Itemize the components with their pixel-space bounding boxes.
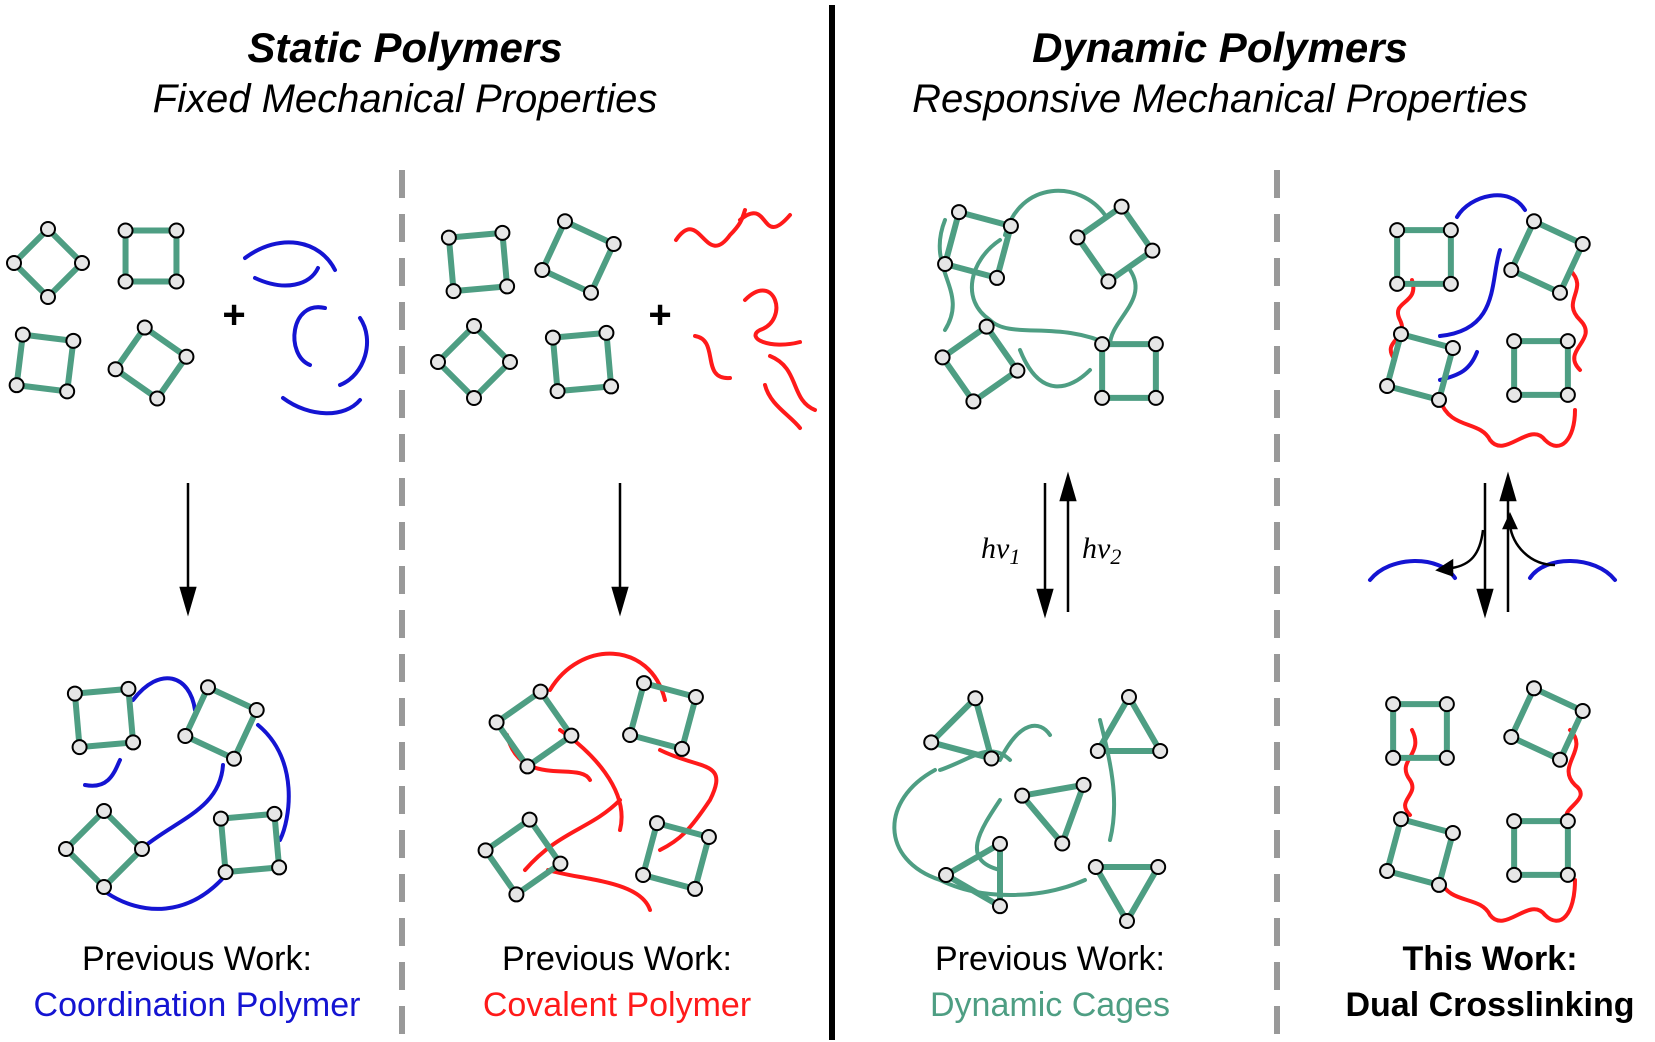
- square-cage-icon: [430, 318, 518, 406]
- blue-linker-icon: [292, 305, 327, 367]
- triangle-cage-icon: [938, 835, 1008, 915]
- blue-linker-icon: [253, 266, 320, 288]
- red-linker-icon: [763, 383, 802, 430]
- arrow-icon: [611, 586, 629, 617]
- square-cage-icon: [1094, 336, 1164, 406]
- panel3-label-line1: Previous Work:: [935, 940, 1165, 978]
- arrow-icon: [1059, 471, 1077, 502]
- square-cage-icon: [477, 811, 569, 903]
- plus-sign: +: [648, 293, 671, 337]
- panel2-label-line2: Covalent Polymer: [483, 986, 751, 1024]
- panel4-label-line1: This Work:: [1402, 940, 1577, 978]
- cages-layer: [6, 198, 1591, 929]
- red-linker-icon: [674, 208, 747, 248]
- square-cage-icon: [1069, 198, 1161, 290]
- square-cage-icon: [1503, 680, 1591, 768]
- square-cage-icon: [635, 815, 717, 897]
- static-subtitle: Fixed Mechanical Properties: [153, 77, 658, 121]
- square-cage-icon: [934, 318, 1026, 410]
- square-cage-icon: [440, 224, 516, 300]
- square-cage-icon: [8, 326, 82, 400]
- square-cage-icon: [1389, 222, 1459, 292]
- blue-linker-icon: [338, 316, 370, 387]
- plus-sign: +: [222, 293, 245, 337]
- square-cage-icon: [6, 221, 90, 305]
- arrow-icon: [1476, 588, 1494, 619]
- panel3-label-line2: Dynamic Cages: [930, 986, 1170, 1024]
- triangle-cage-icon: [1087, 859, 1167, 929]
- square-cage-icon: [117, 222, 185, 290]
- hv-reverse-label: hν2: [1082, 532, 1121, 569]
- blue-linker-icon: [243, 240, 337, 272]
- blue-linker-icon: [1528, 559, 1617, 582]
- arrow-icon: [179, 586, 197, 617]
- red-linker-icon: [768, 354, 817, 412]
- triangle-cage-icon: [1089, 689, 1169, 759]
- square-cage-icon: [1503, 213, 1591, 301]
- square-cage-icon: [107, 319, 195, 407]
- static-title: Static Polymers: [247, 24, 562, 71]
- square-cage-icon: [1379, 811, 1461, 893]
- square-cage-icon: [177, 679, 265, 767]
- square-cage-icon: [58, 803, 150, 895]
- square-cage-icon: [544, 324, 620, 400]
- red-linker-icon: [743, 288, 802, 347]
- square-cage-icon: [66, 680, 142, 756]
- square-cage-icon: [1506, 333, 1576, 403]
- triangle-cage-icon: [923, 690, 1000, 767]
- hv-forward-label: hν1: [981, 532, 1020, 569]
- red-linker-icon: [738, 211, 792, 229]
- triangle-cage-icon: [1014, 776, 1092, 852]
- blue-linker-icon: [281, 396, 362, 416]
- square-cage-icon: [1379, 326, 1461, 408]
- arrow-icon: [1502, 512, 1518, 530]
- linkers-layer: [83, 188, 1617, 923]
- dynamic-subtitle: Responsive Mechanical Properties: [912, 77, 1528, 121]
- panel4-label-line2: Dual Crosslinking: [1345, 986, 1634, 1024]
- arrow-icon: [1036, 588, 1054, 619]
- square-cage-icon: [212, 805, 288, 881]
- red-linker-icon: [693, 334, 732, 381]
- square-cage-icon: [488, 683, 580, 775]
- arrow-icon: [1499, 471, 1517, 502]
- dynamic-title: Dynamic Polymers: [1032, 24, 1408, 71]
- square-cage-icon: [1506, 813, 1576, 883]
- panel1-label-line2: Coordination Polymer: [34, 986, 361, 1024]
- square-cage-icon: [1385, 696, 1455, 766]
- panel2-label-line1: Previous Work:: [502, 940, 732, 978]
- panel1-label-line1: Previous Work:: [82, 940, 312, 978]
- arrows: [179, 471, 1556, 619]
- square-cage-icon: [622, 675, 704, 757]
- square-cage-icon: [534, 213, 622, 301]
- arrow-icon: [1435, 558, 1454, 577]
- square-cage-icon: [937, 204, 1019, 286]
